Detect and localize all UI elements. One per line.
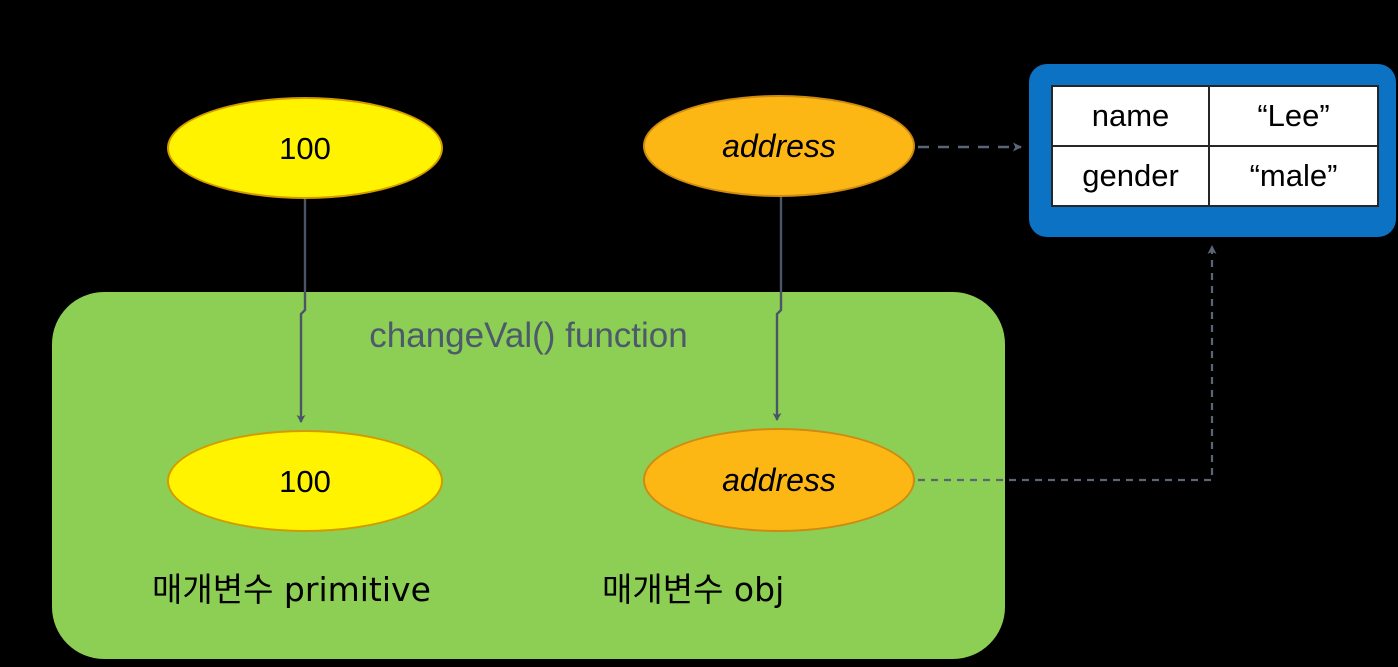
copy-arrow-address: [772, 196, 783, 421]
label-parameter-obj: 매개변수 obj: [602, 570, 785, 609]
object-value-name: “Lee”: [1208, 85, 1379, 147]
object-value-gender: “male”: [1208, 145, 1379, 207]
node-primitive-parameter-text: 100: [279, 463, 331, 499]
table-row: gender “male”: [1051, 145, 1379, 207]
node-object-parameter: address: [643, 428, 915, 532]
node-object-reference: address: [643, 95, 915, 197]
node-object-parameter-text: address: [722, 462, 836, 498]
node-primitive-value-text: 100: [279, 130, 331, 166]
node-primitive-parameter: 100: [167, 430, 443, 532]
reference-arrow-param: [918, 245, 1217, 482]
object-key-name: name: [1051, 85, 1210, 147]
label-parameter-primitive: 매개변수 primitive: [152, 570, 431, 609]
table-row: name “Lee”: [1051, 85, 1379, 147]
node-object-reference-text: address: [722, 128, 836, 164]
copy-arrow-primitive: [296, 198, 307, 423]
node-primitive-value: 100: [167, 97, 443, 199]
object-key-gender: gender: [1051, 145, 1210, 207]
object-properties-table: name “Lee” gender “male”: [1051, 85, 1379, 207]
function-scope-label: changeVal() function: [369, 316, 688, 355]
